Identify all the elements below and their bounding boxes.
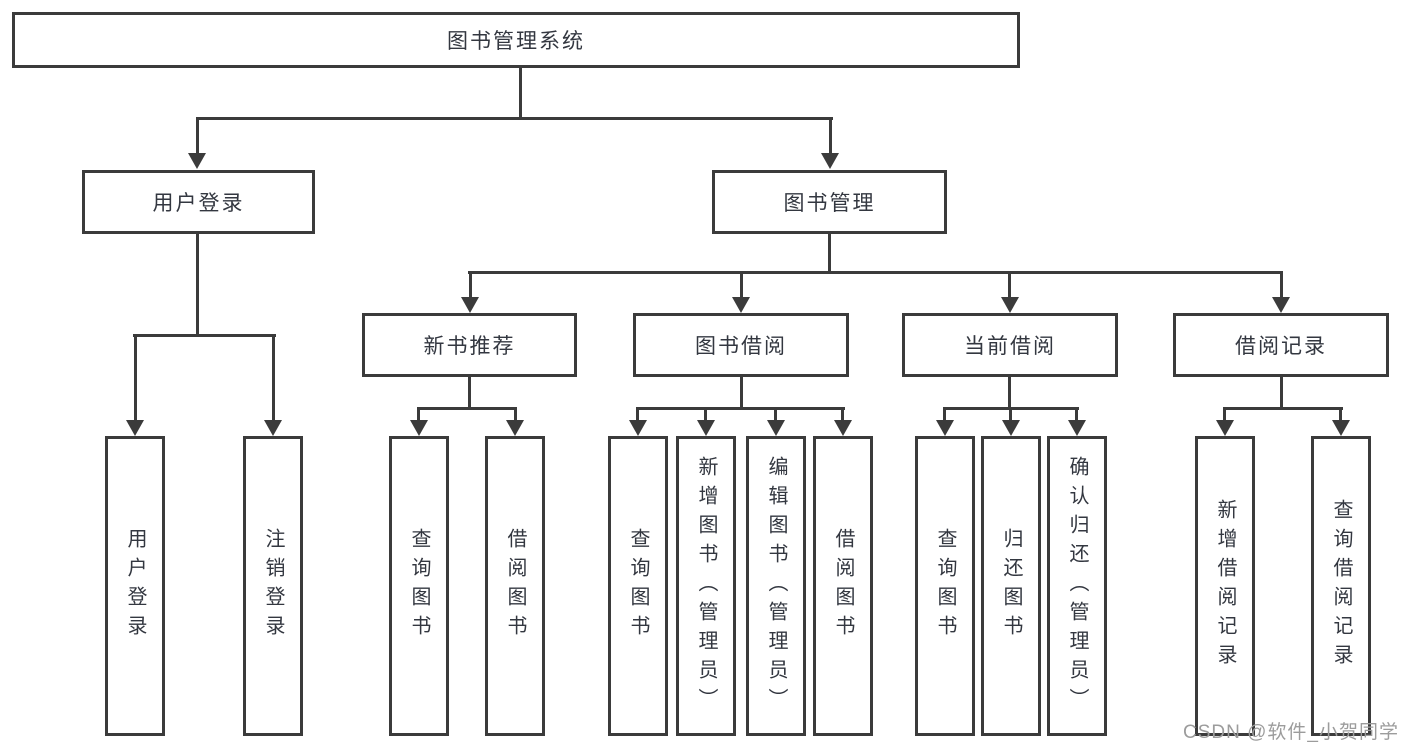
connector-line [943, 407, 946, 422]
leaf-edit-books-admin: 编辑图书（管理员） [746, 436, 806, 736]
node-library-system: 图书管理系统 [12, 12, 1020, 68]
node-label: 借阅图书 [504, 528, 526, 644]
connector-line [196, 234, 199, 336]
arrowhead-icon [1332, 420, 1350, 436]
connector-line [1280, 377, 1283, 409]
connector-line [272, 334, 275, 422]
connector-line [636, 407, 639, 422]
connector-line [417, 407, 517, 410]
connector-line [196, 117, 833, 120]
node-book-management: 图书管理 [712, 170, 947, 234]
arrowhead-icon [767, 420, 785, 436]
connector-line [740, 377, 743, 409]
arrowhead-icon [821, 153, 839, 169]
node-label: 当前借阅 [964, 335, 1056, 358]
arrowhead-icon [126, 420, 144, 436]
arrowhead-icon [936, 420, 954, 436]
node-label: 借阅图书 [832, 528, 854, 644]
node-label: 用户登录 [152, 192, 245, 215]
node-current-borrowing: 当前借阅 [902, 313, 1118, 377]
connector-line [196, 117, 199, 154]
node-label: 注销登录 [262, 528, 284, 644]
node-book-borrowing: 图书借阅 [633, 313, 849, 377]
watermark: CSDN @软件_小贺同学 [1183, 722, 1399, 743]
connector-line [1008, 271, 1011, 299]
connector-line [774, 407, 777, 422]
leaf-query-books-borrowing: 查询图书 [608, 436, 668, 736]
leaf-confirm-return-admin: 确认归还（管理员） [1047, 436, 1107, 736]
arrowhead-icon [1216, 420, 1234, 436]
node-label: 查询图书 [408, 528, 430, 644]
arrowhead-icon [629, 420, 647, 436]
connector-line [740, 271, 743, 299]
connector-line [1280, 271, 1283, 299]
connector-line [704, 407, 707, 422]
arrowhead-icon [1272, 297, 1290, 313]
node-label: 新书推荐 [423, 335, 516, 358]
leaf-return-books: 归还图书 [981, 436, 1041, 736]
connector-line [636, 407, 845, 410]
node-label: 图书管理 [783, 192, 876, 215]
arrowhead-icon [834, 420, 852, 436]
connector-line [1223, 407, 1226, 422]
arrowhead-icon [506, 420, 524, 436]
arrowhead-icon [732, 297, 750, 313]
node-label: 新增借阅记录 [1214, 499, 1236, 673]
leaf-add-borrow-record: 新增借阅记录 [1195, 436, 1255, 736]
leaf-query-books-current: 查询图书 [915, 436, 975, 736]
connector-line [828, 234, 831, 274]
arrowhead-icon [1002, 420, 1020, 436]
arrowhead-icon [1001, 297, 1019, 313]
connector-line [841, 407, 844, 422]
leaf-query-borrow-record: 查询借阅记录 [1311, 436, 1371, 736]
connector-line [1009, 407, 1012, 422]
node-label: 查询图书 [934, 528, 956, 644]
leaf-query-books-recommend: 查询图书 [389, 436, 449, 736]
connector-line [133, 334, 276, 337]
node-label: 编辑图书（管理员） [765, 455, 787, 717]
connector-line [1008, 377, 1011, 409]
leaf-user-login: 用户登录 [105, 436, 165, 736]
arrowhead-icon [410, 420, 428, 436]
node-borrowing-records: 借阅记录 [1173, 313, 1389, 377]
leaf-add-books-admin: 新增图书（管理员） [676, 436, 736, 736]
node-label: 确认归还（管理员） [1066, 455, 1088, 717]
node-label: 图书借阅 [695, 335, 787, 358]
leaf-borrow-books-recommend: 借阅图书 [485, 436, 545, 736]
node-new-book-recommendation: 新书推荐 [362, 313, 577, 377]
connector-line [519, 68, 522, 120]
connector-line [417, 407, 420, 422]
arrowhead-icon [188, 153, 206, 169]
node-label: 新增图书（管理员） [695, 455, 717, 717]
connector-line [1223, 407, 1343, 410]
arrowhead-icon [697, 420, 715, 436]
arrowhead-icon [1068, 420, 1086, 436]
connector-line [134, 334, 137, 422]
arrowhead-icon [264, 420, 282, 436]
leaf-logout: 注销登录 [243, 436, 303, 736]
node-label: 图书管理系统 [447, 30, 585, 53]
node-label: 借阅记录 [1235, 335, 1327, 358]
connector-line [1339, 407, 1342, 422]
connector-line [468, 271, 1282, 274]
node-label: 用户登录 [124, 528, 146, 644]
connector-line [469, 271, 472, 299]
node-label: 查询图书 [627, 528, 649, 644]
connector-line [1075, 407, 1078, 422]
node-label: 归还图书 [1000, 528, 1022, 644]
connector-line [514, 407, 517, 422]
connector-line [829, 117, 832, 154]
node-label: 查询借阅记录 [1330, 499, 1352, 673]
connector-line [468, 377, 471, 409]
node-user-login: 用户登录 [82, 170, 315, 234]
arrowhead-icon [461, 297, 479, 313]
leaf-borrow-books: 借阅图书 [813, 436, 873, 736]
